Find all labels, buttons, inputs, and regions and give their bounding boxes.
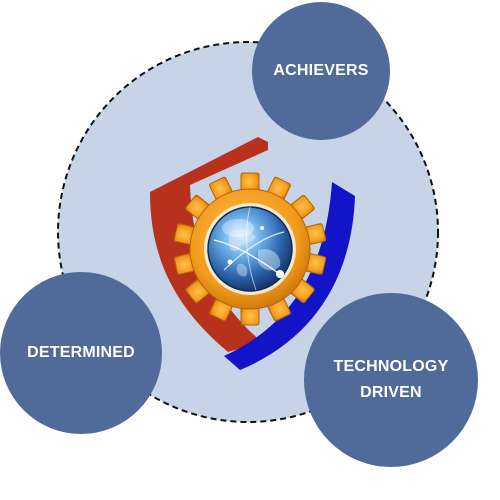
bubble-achievers-label: ACHIEVERS bbox=[273, 62, 369, 79]
bubble-determined-shape bbox=[0, 272, 162, 434]
bubble-determined-label: DETERMINED bbox=[27, 344, 135, 361]
bubble-achievers-shape bbox=[252, 2, 390, 140]
bubble-technology-driven: TECHNOLOGY DRIVEN bbox=[304, 293, 478, 467]
globe-icon bbox=[207, 206, 293, 292]
bubble-technology-shape bbox=[304, 293, 478, 467]
bubble-achievers: ACHIEVERS bbox=[252, 2, 390, 140]
shield-red-icon bbox=[150, 137, 268, 352]
bubble-determined: DETERMINED bbox=[0, 272, 162, 434]
shield-blue-icon bbox=[224, 182, 355, 370]
bubble-technology-driven-label: TECHNOLOGY DRIVEN bbox=[333, 358, 449, 401]
shield-gear-globe-logo bbox=[150, 137, 355, 370]
